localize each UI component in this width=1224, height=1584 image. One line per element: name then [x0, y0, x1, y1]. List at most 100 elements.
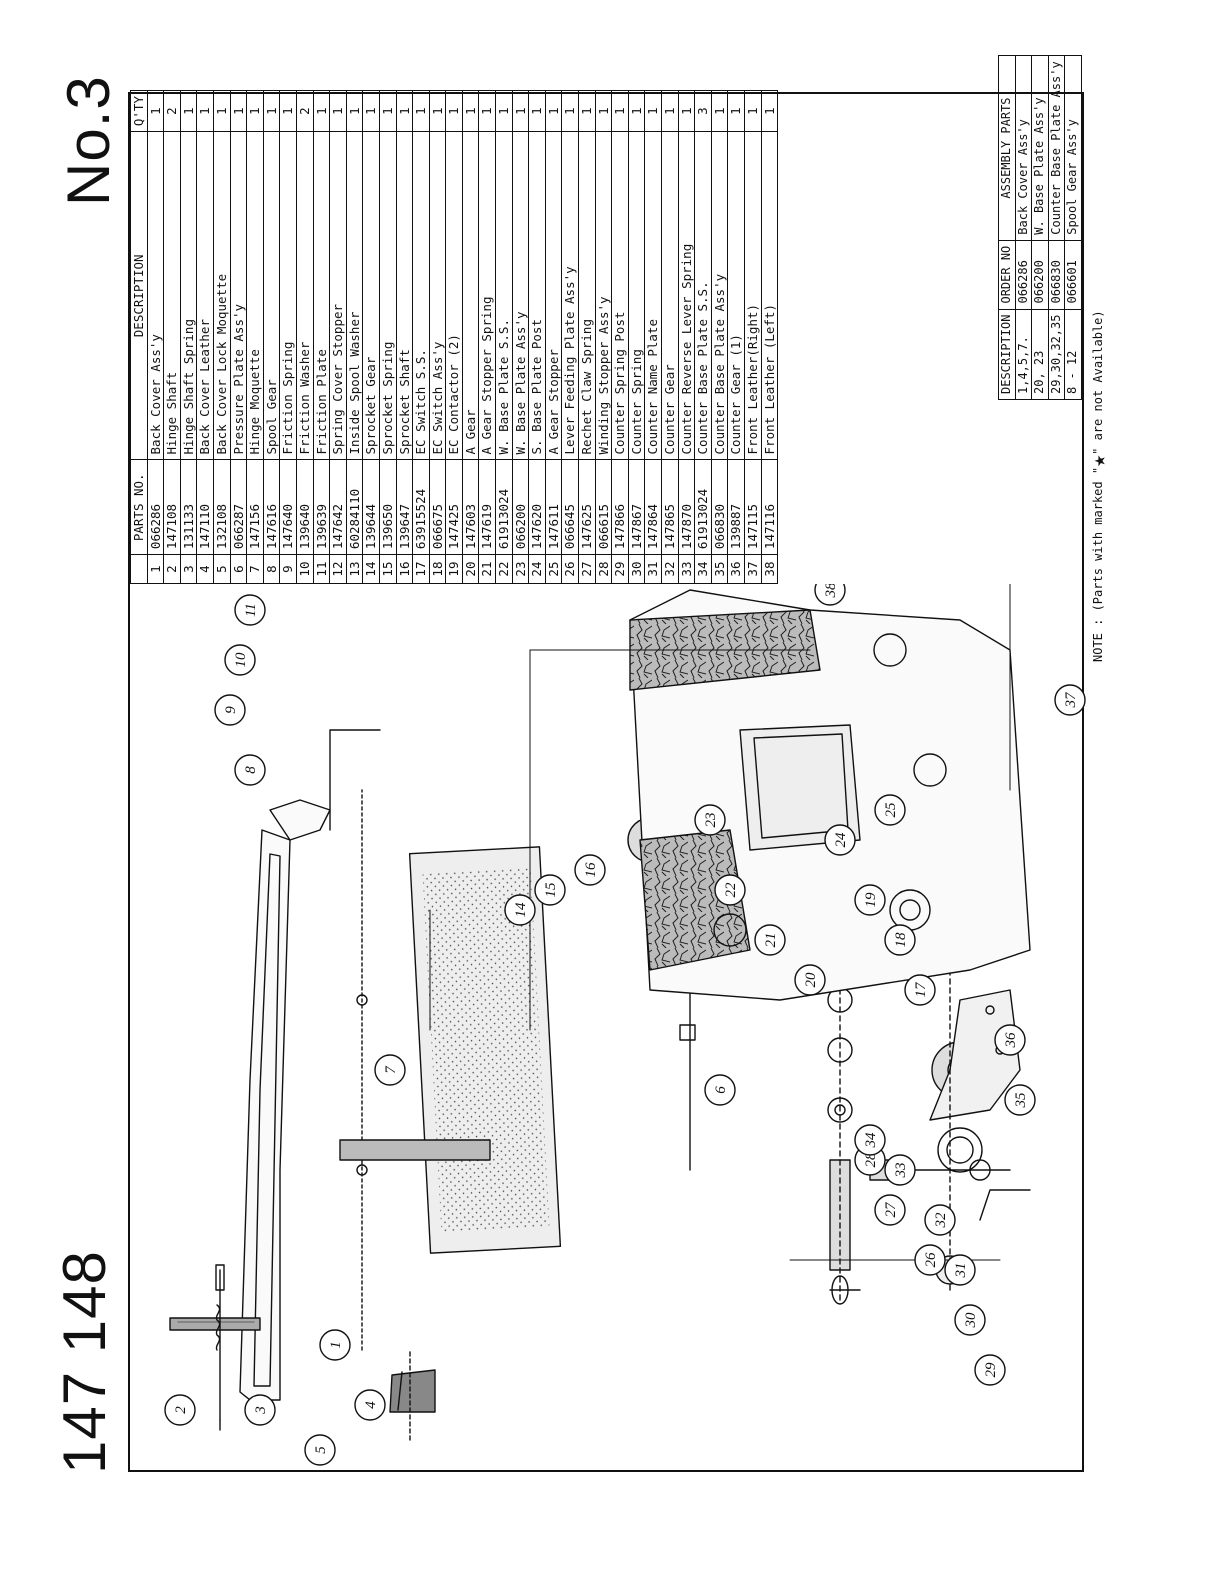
row-asm-description: 1,4,5,7. — [1015, 309, 1032, 400]
callout-label: 35 — [1013, 1092, 1029, 1109]
row-parts-no: 147866 — [611, 459, 629, 555]
callout-5: 5 — [304, 1434, 336, 1466]
row-parts-no: 066830 — [711, 459, 728, 555]
row-parts-no: 147865 — [661, 459, 679, 555]
diagram-frame: 1234567891011121314151617181920212223242… — [128, 55, 1086, 1472]
row-index: 18 — [429, 554, 446, 584]
row-parts-no: 066675 — [429, 459, 446, 555]
row-index: 11 — [313, 554, 330, 584]
row-description: Friction Spring — [279, 131, 297, 460]
row-qty: 1 — [495, 90, 513, 132]
callout-circle — [244, 1394, 276, 1426]
row-index: 33 — [678, 554, 695, 584]
col-description: DESCRIPTION — [130, 131, 148, 460]
row-qty: 1 — [213, 90, 231, 132]
callout-label: 4 — [363, 1401, 379, 1409]
row-order-no: 066286 — [1015, 240, 1032, 310]
row-parts-no: 139647 — [396, 459, 413, 555]
row-qty: 1 — [313, 90, 330, 132]
row-index: 30 — [628, 554, 645, 584]
hinge-moquette-drawing — [339, 1139, 491, 1161]
row-parts-no: 147620 — [528, 459, 546, 555]
callout-label: 34 — [863, 1132, 879, 1149]
col-asm-description: DESCRIPTION — [998, 309, 1016, 400]
row-qty: 1 — [462, 90, 479, 132]
callout-layer: 1234567891011121314151617181920212223242… — [164, 584, 1086, 1466]
row-qty: 1 — [528, 90, 546, 132]
callout-7: 7 — [374, 1054, 406, 1086]
row-description: Winding Stopper Ass'y — [595, 131, 612, 460]
col-assembly-parts: ASSEMBLY PARTS — [998, 55, 1016, 241]
row-description: Rechet Claw Spring — [578, 131, 596, 460]
callout-31: 31 — [944, 1254, 976, 1286]
callout-label: 25 — [883, 802, 899, 818]
row-parts-no: 139640 — [296, 459, 314, 555]
row-qty: 1 — [346, 90, 363, 132]
row-parts-no: 066615 — [595, 459, 612, 555]
callout-label: 36 — [1003, 1032, 1019, 1049]
row-parts-no: 139650 — [379, 459, 396, 555]
callout-30: 30 — [954, 1304, 986, 1336]
callout-label: 16 — [583, 862, 599, 878]
callout-circle — [794, 964, 826, 996]
row-index: 12 — [329, 554, 347, 584]
row-parts-no: 147625 — [578, 459, 596, 555]
callout-label: 32 — [933, 1212, 949, 1229]
callout-circle — [319, 1329, 351, 1361]
row-index: 36 — [727, 554, 745, 584]
row-qty: 1 — [628, 90, 645, 132]
row-qty: 3 — [694, 90, 712, 132]
callout-circle — [374, 1054, 406, 1086]
row-parts-no: 147110 — [196, 459, 214, 555]
callout-circle — [1004, 1084, 1036, 1116]
row-index: 8 — [263, 554, 280, 584]
row-index: 24 — [528, 554, 546, 584]
callout-19: 19 — [854, 884, 886, 916]
row-description: Sprocket Gear — [362, 131, 380, 460]
callout-label: 7 — [383, 1065, 399, 1074]
callout-38: 38 — [814, 584, 846, 606]
callout-22: 22 — [714, 874, 746, 906]
row-description: Counter Gear (1) — [727, 131, 745, 460]
row-parts-no: 139639 — [313, 459, 330, 555]
callout-label: 23 — [703, 813, 719, 828]
row-parts-no: 147867 — [628, 459, 645, 555]
callout-2: 2 — [164, 1394, 196, 1426]
callout-circle — [224, 644, 256, 676]
callout-circle — [534, 874, 566, 906]
callout-circle — [754, 924, 786, 956]
row-description: S. Base Plate Post — [528, 131, 546, 460]
callout-14: 14 — [504, 894, 536, 926]
parts-table-header: PARTS NO. DESCRIPTION Q'TY — [130, 90, 148, 584]
row-index: 20 — [462, 554, 479, 584]
callout-label: 11 — [243, 603, 259, 617]
callout-label: 38 — [823, 584, 839, 599]
row-qty: 1 — [711, 90, 728, 132]
row-description: Counter Gear — [661, 131, 679, 460]
callout-circle — [504, 894, 536, 926]
row-index: 5 — [213, 554, 231, 584]
callout-4: 4 — [354, 1389, 386, 1421]
row-description: Hinge Moquette — [246, 131, 264, 460]
row-parts-no: 147642 — [329, 459, 347, 555]
row-asm-description: 8 - 12 — [1064, 309, 1082, 400]
row-parts-no: 147603 — [462, 459, 479, 555]
callout-label: 6 — [713, 1086, 729, 1094]
camera-body-drawing — [629, 589, 1031, 1001]
row-index: 34 — [694, 554, 712, 584]
callout-label: 14 — [513, 902, 529, 918]
callout-circle — [714, 874, 746, 906]
row-index: 2 — [163, 554, 181, 584]
row-index: 32 — [661, 554, 679, 584]
row-qty: 1 — [396, 90, 413, 132]
callout-circle — [814, 584, 846, 606]
row-qty: 1 — [246, 90, 264, 132]
callout-34: 34 — [854, 1124, 886, 1156]
callout-label: 28 — [863, 1152, 879, 1168]
